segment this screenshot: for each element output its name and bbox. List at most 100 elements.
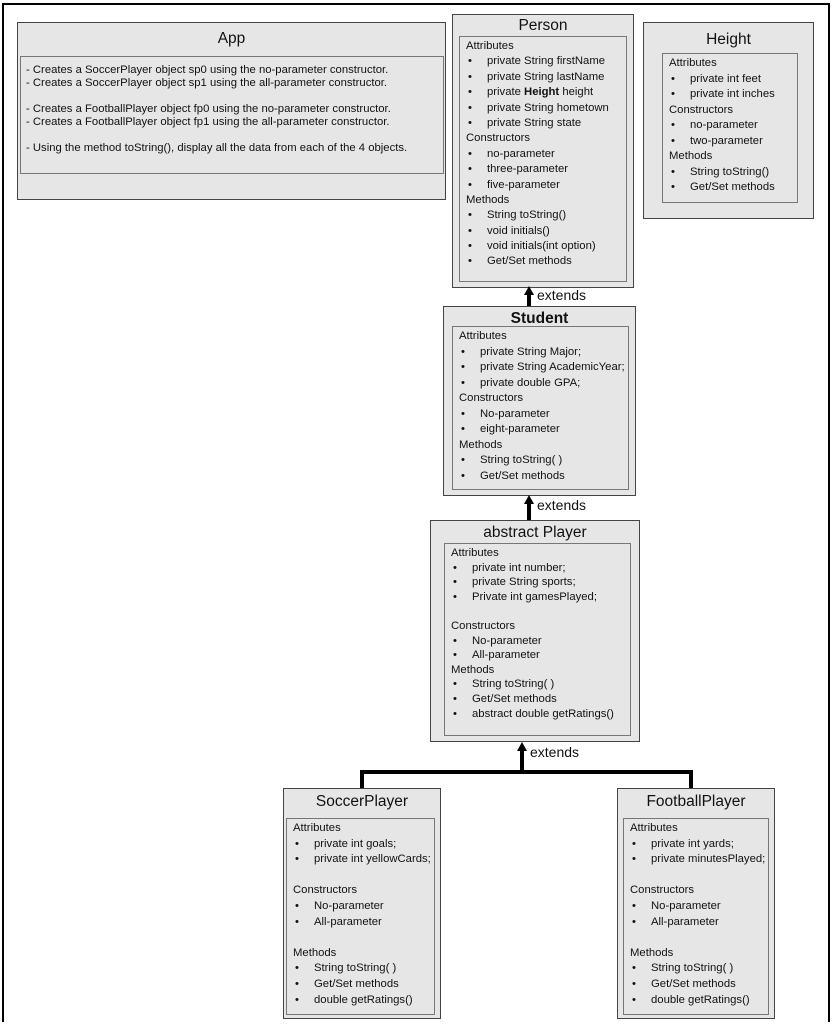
member-item: String toString( ): [459, 453, 628, 469]
class-title: abstract Player: [483, 524, 587, 541]
section-heading: Attributes: [669, 57, 717, 69]
app-description-line: - Creates a SoccerPlayer object sp1 usin…: [26, 77, 388, 89]
section-heading: Attributes: [451, 547, 499, 559]
member-text: height: [559, 86, 594, 99]
class-members: Attributes private int goals;private int …: [286, 818, 435, 1015]
inheritance-line-football: [689, 770, 693, 788]
member-item: Get/Set methods: [451, 692, 630, 707]
member-item: private String AcademicYear;: [459, 360, 628, 376]
app-description-line: [26, 129, 443, 142]
member-item: no-parameter: [466, 147, 626, 163]
app-description-line: - Creates a SoccerPlayer object sp0 usin…: [26, 64, 389, 76]
arrowhead-icon: [524, 286, 534, 295]
inheritance-line-student-person: [527, 293, 531, 306]
member-item: abstract double getRatings(): [451, 707, 630, 722]
member-item: private String sports;: [451, 575, 630, 590]
member-item: String toString( ): [451, 677, 630, 692]
member-item: private double GPA;: [459, 376, 628, 392]
member-item: Get/Set methods: [459, 469, 628, 485]
member-item: private String hometown: [466, 101, 626, 117]
inheritance-line-soccer: [360, 770, 364, 788]
spacer: [293, 930, 434, 946]
member-item: No-parameter: [459, 407, 628, 423]
arrowhead-icon: [524, 495, 534, 504]
member-item: All-parameter: [451, 648, 630, 663]
member-item: two-parameter: [669, 134, 797, 150]
class-members: Attributes private int feetprivate int in…: [662, 53, 798, 203]
member-item: All-parameter: [293, 915, 434, 931]
class-app: App - Creates a SoccerPlayer object sp0 …: [17, 22, 446, 200]
member-item: String toString( ): [293, 961, 434, 977]
member-item: private int feet: [669, 72, 797, 88]
app-description-line: - Creates a FootballPlayer object fp0 us…: [26, 103, 391, 115]
member-item: String toString(): [669, 165, 797, 181]
member-item: private String Major;: [459, 345, 628, 361]
section-heading: Methods: [630, 946, 674, 959]
extends-label: extends: [530, 744, 580, 760]
member-item: private int inches: [669, 87, 797, 103]
member-item: void initials(): [466, 224, 626, 240]
section-heading: Methods: [459, 438, 503, 451]
inheritance-line-trunk: [520, 750, 524, 773]
section-heading: Methods: [451, 663, 495, 676]
spacer: [630, 930, 768, 946]
member-item: No-parameter: [293, 899, 434, 915]
spacer: [293, 868, 434, 884]
member-item: Get/Set methods: [466, 254, 626, 270]
class-student: Student Attributesprivate String Major;p…: [443, 306, 636, 496]
inheritance-line-horizontal: [360, 770, 693, 774]
member-item: String toString( ): [630, 961, 768, 977]
class-title: FootballPlayer: [646, 793, 746, 810]
arrowhead-icon: [517, 742, 527, 751]
member-item: private int yards;: [630, 837, 768, 853]
section-heading: Constructors: [669, 103, 734, 116]
inheritance-line-player-student: [527, 503, 531, 520]
app-description-line: - Using the method toString(), display a…: [26, 142, 408, 154]
section-heading: Constructors: [466, 132, 531, 145]
member-item: private int yellowCards;: [293, 852, 434, 868]
class-person: Person Attributesprivate String firstNam…: [452, 14, 634, 288]
member-text: private: [487, 86, 525, 99]
class-members: Attributesprivate int yards;private minu…: [623, 818, 769, 1015]
member-item: Get/Set methods: [293, 977, 434, 993]
member-item: Get/Set methods: [669, 180, 797, 196]
section-heading: Attributes: [293, 822, 341, 834]
section-heading: Methods: [293, 946, 337, 959]
app-description-line: - Creates a FootballPlayer object fp1 us…: [26, 116, 390, 128]
extends-label: extends: [537, 497, 587, 513]
member-item: private int number;: [451, 561, 630, 576]
member-item: Private int gamesPlayed;: [451, 590, 630, 605]
member-item: Get/Set methods: [630, 977, 768, 993]
member-item: private Height height: [466, 85, 626, 101]
class-members: Attributesprivate String firstNameprivat…: [459, 36, 627, 282]
class-members: Attributes private int number;private Str…: [444, 543, 631, 736]
member-item: private String state: [466, 116, 626, 132]
app-description: - Creates a SoccerPlayer object sp0 usin…: [20, 56, 444, 174]
section-heading: Constructors: [459, 392, 524, 404]
member-item: five-parameter: [466, 178, 626, 194]
member-item: No-parameter: [630, 899, 768, 915]
class-abstract-player: abstract Player Attributes private int nu…: [430, 520, 640, 742]
member-item: double getRatings(): [630, 993, 768, 1009]
extends-label: extends: [537, 287, 587, 303]
spacer: [630, 868, 768, 884]
class-title: Student: [510, 310, 569, 327]
member-item: private String lastName: [466, 70, 626, 86]
class-title: Person: [518, 17, 568, 34]
diagram-frame: [2, 3, 830, 1022]
section-heading: Attributes: [459, 330, 507, 342]
member-item: private int goals;: [293, 837, 434, 853]
section-heading: Attributes: [466, 40, 514, 52]
class-football-player: FootballPlayer Attributesprivate int yar…: [617, 788, 775, 1019]
class-height: Height Attributesprivate int feetprivate…: [643, 22, 814, 219]
member-item: no-parameter: [669, 118, 797, 134]
section-heading: Methods: [466, 193, 510, 206]
member-item: private minutesPlayed;: [630, 852, 768, 868]
member-item: eight-parameter: [459, 422, 628, 438]
member-item: void initials(int option): [466, 239, 626, 255]
spacer: [451, 604, 630, 619]
section-heading: Methods: [669, 150, 713, 162]
class-title: SoccerPlayer: [315, 793, 409, 810]
member-item: three-parameter: [466, 162, 626, 178]
app-description-line: [26, 90, 443, 103]
